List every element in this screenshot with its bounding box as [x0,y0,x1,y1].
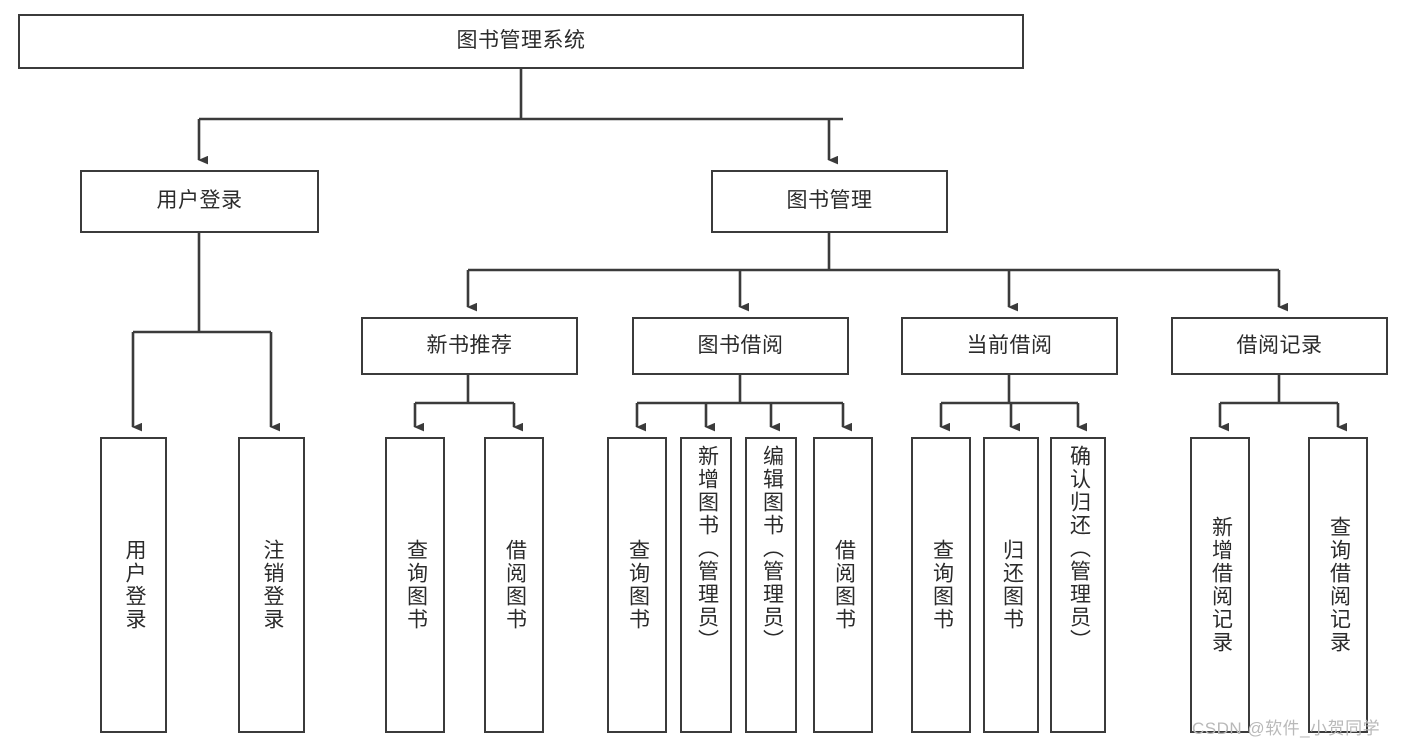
leaf-confirm-return-admin-label: 确认归还（管理员） [1067,445,1091,652]
node-borrow-record[interactable]: 借阅记录 [1171,317,1388,375]
node-book-borrow-label: 图书借阅 [697,333,784,357]
leaf-confirm-return-admin[interactable]: 确认归还（管理员） [1050,437,1106,733]
leaf-logout-label: 注销登录 [260,539,284,631]
csdn-watermark: CSDN @软件_小贺同学 [1192,719,1381,738]
node-new-book-recommend-label: 新书推荐 [426,333,513,357]
node-user-login[interactable]: 用户登录 [80,170,319,233]
leaf-return-book[interactable]: 归还图书 [983,437,1039,733]
leaf-return-book-label: 归还图书 [1000,539,1024,631]
leaf-borrow-book-recommend-label: 借阅图书 [503,539,527,631]
node-root[interactable]: 图书管理系统 [18,14,1024,69]
node-book-management[interactable]: 图书管理 [711,170,948,233]
leaf-query-book-borrow-label: 查询图书 [626,539,650,631]
node-root-label: 图书管理系统 [456,29,586,53]
node-book-borrow[interactable]: 图书借阅 [632,317,849,375]
leaf-query-book-recommend[interactable]: 查询图书 [385,437,445,733]
leaf-borrow-book-recommend[interactable]: 借阅图书 [484,437,544,733]
node-new-book-recommend[interactable]: 新书推荐 [361,317,578,375]
leaf-add-book-admin[interactable]: 新增图书（管理员） [680,437,732,733]
leaf-add-borrow-record[interactable]: 新增借阅记录 [1190,437,1250,733]
node-book-management-label: 图书管理 [786,189,873,213]
leaf-borrow-book-label: 借阅图书 [832,539,856,631]
node-current-borrow-label: 当前借阅 [966,333,1053,357]
leaf-edit-book-admin-label: 编辑图书（管理员） [760,445,784,652]
leaf-logout[interactable]: 注销登录 [238,437,305,733]
leaf-query-book-current-label: 查询图书 [930,539,954,631]
leaf-user-login-label: 用户登录 [122,539,146,631]
leaf-add-book-admin-label: 新增图书（管理员） [695,445,719,652]
leaf-query-book-borrow[interactable]: 查询图书 [607,437,667,733]
leaf-user-login[interactable]: 用户登录 [100,437,167,733]
node-user-login-label: 用户登录 [156,189,243,213]
leaf-query-book-recommend-label: 查询图书 [404,539,428,631]
leaf-query-borrow-record-label: 查询借阅记录 [1327,516,1351,654]
node-current-borrow[interactable]: 当前借阅 [901,317,1118,375]
node-borrow-record-label: 借阅记录 [1236,333,1323,357]
leaf-add-borrow-record-label: 新增借阅记录 [1209,516,1233,654]
leaf-edit-book-admin[interactable]: 编辑图书（管理员） [745,437,797,733]
leaf-borrow-book[interactable]: 借阅图书 [813,437,873,733]
leaf-query-book-current[interactable]: 查询图书 [911,437,971,733]
leaf-query-borrow-record[interactable]: 查询借阅记录 [1308,437,1368,733]
